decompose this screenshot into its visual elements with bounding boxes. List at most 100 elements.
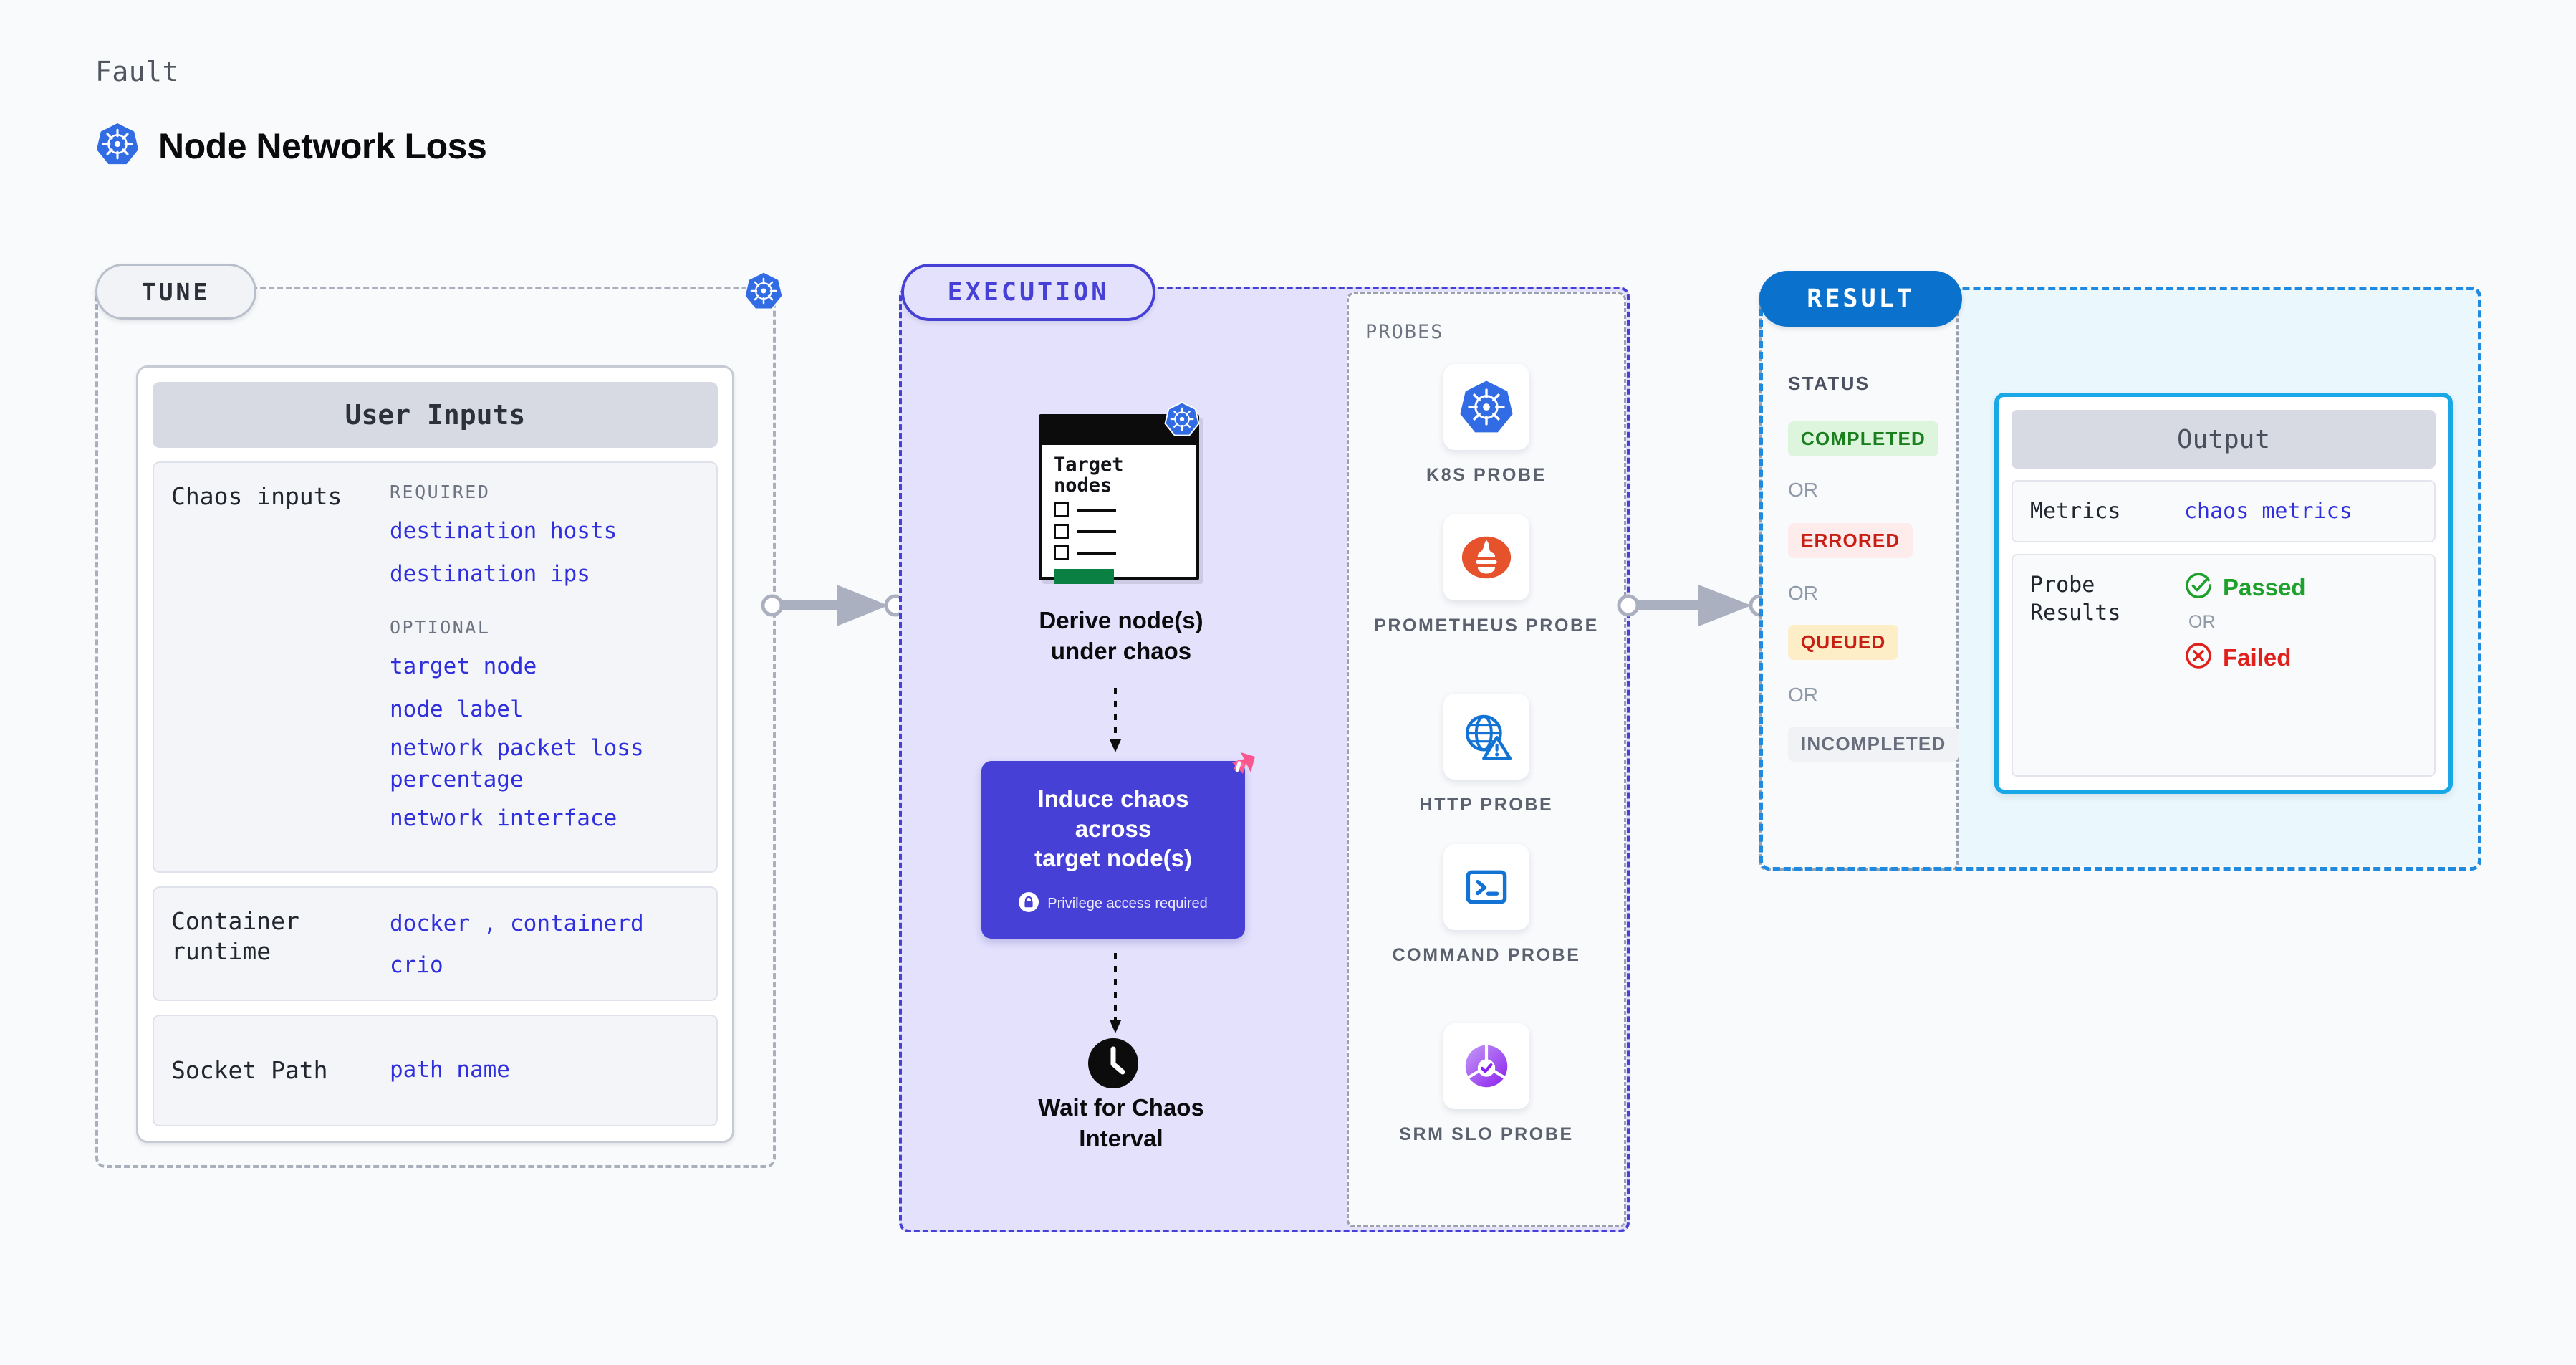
tune-panel <box>95 287 776 1168</box>
stage-pill-tune[interactable]: TUNE <box>95 264 256 320</box>
derive-caption-line2: under chaos <box>1050 637 1192 664</box>
status-badge-incompleted: INCOMPLETED <box>1788 727 1959 762</box>
probe-results-label: Probe Results <box>2030 571 2184 760</box>
derive-nodes-caption: Derive node(s) under chaos <box>992 605 1250 667</box>
target-nodes-card: Target nodes <box>1039 414 1199 585</box>
probe-label: COMMAND PROBE <box>1392 945 1581 965</box>
flow-arrow-derive-to-chaos <box>1107 688 1124 760</box>
probe-label: PROMETHEUS PROBE <box>1374 616 1599 636</box>
passed-label: Passed <box>2223 573 2306 600</box>
socket-path-section: Socket Path path name <box>153 1015 718 1126</box>
derive-caption-line1: Derive node(s) <box>1039 607 1203 633</box>
metrics-value[interactable]: chaos metrics <box>2184 499 2352 524</box>
target-card-title-line1: Target <box>1054 454 1124 476</box>
check-circle-icon <box>2184 571 2213 603</box>
output-probe-results-row: Probe Results Passed OR <box>2012 554 2436 777</box>
checklist-row <box>1054 524 1184 540</box>
probe-label: SRM SLO PROBE <box>1399 1124 1574 1144</box>
result-panel <box>1759 287 2481 871</box>
probe-label: K8S PROBE <box>1426 465 1547 485</box>
wait-interval-caption: Wait for Chaos Interval <box>992 1093 1250 1154</box>
chaos-box-title-line1: Induce chaos across <box>1037 785 1189 842</box>
output-card: Output Metrics chaos metrics Probe Resul… <box>1994 393 2453 794</box>
flow-arrow-chaos-to-wait <box>1107 953 1124 1041</box>
globe-warning-icon <box>1443 694 1529 780</box>
output-metrics-row: Metrics chaos metrics <box>2012 480 2436 542</box>
privilege-note-text: Privilege access required <box>1047 895 1208 911</box>
stage-pill-execution[interactable]: EXECUTION <box>901 264 1155 321</box>
target-card-title-line2: nodes <box>1054 474 1112 497</box>
probe-results-label-text: Probe Results <box>2030 573 2121 626</box>
metrics-label: Metrics <box>2030 499 2121 524</box>
status-badge-errored: ERRORED <box>1788 523 1913 558</box>
chaos-input-item[interactable]: node label <box>390 696 524 723</box>
kubernetes-icon <box>744 271 784 315</box>
runtime-separator: , <box>483 911 497 937</box>
probe-result-passed: Passed <box>2184 571 2417 603</box>
terminal-icon <box>1443 844 1529 930</box>
wait-caption-line2: Interval <box>1079 1124 1163 1151</box>
runtime-value-containerd[interactable]: containerd <box>510 911 644 937</box>
required-group-title: REQUIRED <box>390 482 491 503</box>
checkbox-icon <box>1054 545 1069 561</box>
induce-chaos-step-box[interactable]: Induce chaos across target node(s) Privi… <box>981 761 1245 939</box>
or-separator: OR <box>2188 612 2216 632</box>
probe-item-command[interactable]: COMMAND PROBE <box>1372 844 1601 967</box>
user-inputs-card: User Inputs Chaos inputs REQUIRED destin… <box>136 365 734 1143</box>
chaos-inputs-label: Chaos inputs <box>171 482 342 511</box>
chaos-inputs-section: Chaos inputs REQUIRED destination hosts … <box>153 461 718 873</box>
stage-pill-result[interactable]: RESULT <box>1759 271 1962 327</box>
kubernetes-icon <box>1443 364 1529 450</box>
placeholder-line <box>1077 508 1116 512</box>
privilege-note-row: Privilege access required <box>1019 891 1208 916</box>
chaos-box-title-line2: target node(s) <box>1034 845 1192 872</box>
or-separator: OR <box>1788 479 1818 501</box>
page-title: Node Network Loss <box>158 125 487 166</box>
result-status-panel <box>1759 287 1959 871</box>
status-badge-queued: QUEUED <box>1788 625 1899 660</box>
output-title: Output <box>2012 410 2436 469</box>
container-runtime-label: Container runtime <box>171 907 299 966</box>
page-title-row: Node Network Loss <box>95 122 487 170</box>
status-badge-completed: COMPLETED <box>1788 421 1939 456</box>
checkbox-icon <box>1054 502 1069 518</box>
probe-item-srm-slo[interactable]: SRM SLO PROBE <box>1372 1023 1601 1146</box>
chaos-input-item[interactable]: target node <box>390 653 537 680</box>
checklist-row <box>1054 502 1184 518</box>
fault-eyebrow-label: Fault <box>95 56 179 87</box>
socket-path-label: Socket Path <box>171 1055 328 1084</box>
probe-result-failed: Failed <box>2184 641 2417 674</box>
user-inputs-title: User Inputs <box>153 382 718 449</box>
checklist-row <box>1054 545 1184 561</box>
container-runtime-values-row: docker , containerd <box>390 906 699 942</box>
probe-item-prometheus[interactable]: PROMETHEUS PROBE <box>1372 514 1601 638</box>
probe-item-k8s[interactable]: K8S PROBE <box>1372 364 1601 487</box>
progress-bar <box>1054 569 1114 585</box>
probe-label: HTTP PROBE <box>1419 795 1554 815</box>
probes-section-title: PROBES <box>1365 321 1444 343</box>
connector-tune-to-execution <box>759 573 910 638</box>
lock-icon <box>1019 891 1039 916</box>
x-circle-icon <box>2184 641 2213 674</box>
placeholder-line <box>1077 551 1116 555</box>
container-runtime-section: Container runtime docker , containerd cr… <box>153 886 718 1002</box>
or-separator: OR <box>1788 582 1818 604</box>
status-section-title: STATUS <box>1788 373 1870 394</box>
socket-path-value[interactable]: path name <box>390 1057 510 1083</box>
chaos-input-item[interactable]: destination hosts <box>390 518 617 545</box>
kubernetes-icon <box>1164 401 1200 441</box>
wait-caption-line1: Wait for Chaos <box>1038 1094 1204 1121</box>
chaos-input-item[interactable]: destination ips <box>390 561 590 588</box>
or-separator: OR <box>1788 684 1818 706</box>
runtime-value-crio[interactable]: crio <box>390 952 443 978</box>
probe-item-http[interactable]: HTTP PROBE <box>1372 694 1601 817</box>
kubernetes-icon <box>95 122 140 170</box>
checkbox-icon <box>1054 524 1069 540</box>
harness-logo-icon <box>1216 749 1256 793</box>
runtime-value-docker[interactable]: docker <box>390 911 470 937</box>
placeholder-line <box>1077 530 1116 533</box>
chaos-input-item[interactable]: network interface <box>390 805 617 832</box>
clock-icon <box>1087 1038 1139 1093</box>
chaos-input-item[interactable]: network packet loss percentage <box>390 735 644 793</box>
